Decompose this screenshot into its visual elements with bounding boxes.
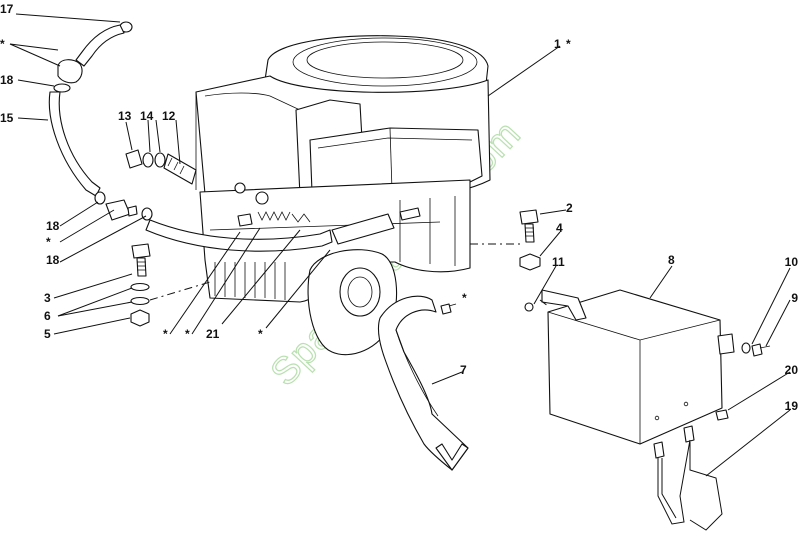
bolt-set-3-5-6: [130, 243, 151, 327]
engine-assembly: [195, 35, 491, 356]
label-1-star: *: [566, 37, 571, 51]
label-star-bottom-2: *: [185, 327, 190, 341]
label-star-bottom-3: *: [258, 327, 263, 341]
label-8: 8: [668, 253, 675, 267]
label-10: 10: [785, 255, 799, 269]
strap-19: [653, 425, 723, 531]
label-1: 1: [554, 37, 561, 51]
callout-labels: 17 * 18 15 13 14 12 1 * 18 * 18 3 6 5 * …: [0, 2, 798, 413]
screw-9: [751, 343, 763, 357]
washer-10: [741, 342, 751, 354]
spring-21: [237, 211, 311, 227]
label-9: 9: [791, 291, 798, 305]
part-12-13-14: [125, 149, 197, 185]
label-18-middle: 18: [46, 219, 60, 233]
label-star-fuel-filter: *: [0, 37, 5, 51]
label-star-valve: *: [46, 235, 51, 249]
screw-20: [715, 409, 729, 421]
deflector-7: [377, 295, 469, 471]
label-2: 2: [566, 201, 573, 215]
screw-star: [440, 303, 452, 315]
label-11: 11: [552, 255, 565, 269]
washer-11: [524, 302, 534, 312]
label-star-screw: *: [462, 291, 467, 305]
label-19: 19: [785, 399, 799, 413]
label-7: 7: [460, 363, 467, 377]
label-14: 14: [140, 109, 154, 123]
leader-lines: [9, 13, 791, 477]
label-18-top: 18: [0, 73, 14, 87]
label-21: 21: [206, 327, 220, 341]
label-13: 13: [118, 109, 132, 123]
label-4: 4: [556, 221, 563, 235]
label-star-bottom-1: *: [163, 327, 168, 341]
battery-box-8: [541, 289, 735, 445]
label-12: 12: [162, 109, 176, 123]
label-3: 3: [44, 291, 51, 305]
bolt-2-nut-4: [519, 209, 541, 271]
label-18-lower: 18: [46, 253, 60, 267]
label-17: 17: [0, 2, 14, 16]
label-5: 5: [44, 327, 51, 341]
fuel-line-assembly: [48, 21, 395, 252]
label-6: 6: [44, 309, 51, 323]
label-15: 15: [0, 111, 14, 125]
label-20: 20: [785, 363, 799, 377]
